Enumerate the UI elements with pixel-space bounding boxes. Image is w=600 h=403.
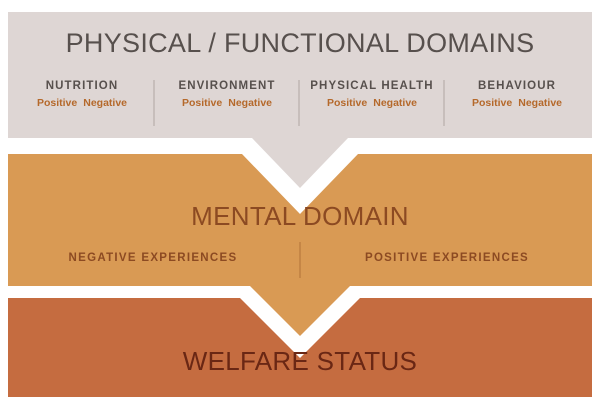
domain-valence: Positive Negative <box>304 97 440 109</box>
domain-label: ENVIRONMENT <box>178 80 276 92</box>
welfare-status-band <box>8 298 592 397</box>
nutrition-domain: NUTRITION Positive Negative <box>14 80 150 109</box>
physical-domains-band <box>8 12 592 188</box>
domain-label: BEHAVIOUR <box>477 80 557 92</box>
physical-health-domain: PHYSICAL HEALTH Positive Negative <box>304 80 440 109</box>
positive-experiences-label: POSITIVE EXPERIENCES <box>364 252 530 264</box>
physical-domains-title: PHYSICAL / FUNCTIONAL DOMAINS <box>65 28 535 58</box>
negative-label: Negative <box>83 97 128 109</box>
positive-label: Positive <box>471 97 513 109</box>
negative-label: Negative <box>228 97 273 109</box>
positive-label: Positive <box>326 97 368 109</box>
domain-label: PHYSICAL HEALTH <box>310 80 434 92</box>
positive-label: Positive <box>181 97 223 109</box>
domain-valence: Positive Negative <box>14 97 150 109</box>
positive-label: Positive <box>36 97 78 109</box>
environment-domain: ENVIRONMENT Positive Negative <box>159 80 295 109</box>
domain-label: NUTRITION <box>45 80 119 92</box>
negative-experiences-label: NEGATIVE EXPERIENCES <box>68 252 238 264</box>
behaviour-domain: BEHAVIOUR Positive Negative <box>449 80 585 109</box>
domain-valence: Positive Negative <box>159 97 295 109</box>
mental-domain-title: MENTAL DOMAIN <box>191 201 409 231</box>
welfare-status-title: WELFARE STATUS <box>182 346 418 376</box>
negative-label: Negative <box>373 97 418 109</box>
domain-valence: Positive Negative <box>449 97 585 109</box>
negative-label: Negative <box>518 97 563 109</box>
